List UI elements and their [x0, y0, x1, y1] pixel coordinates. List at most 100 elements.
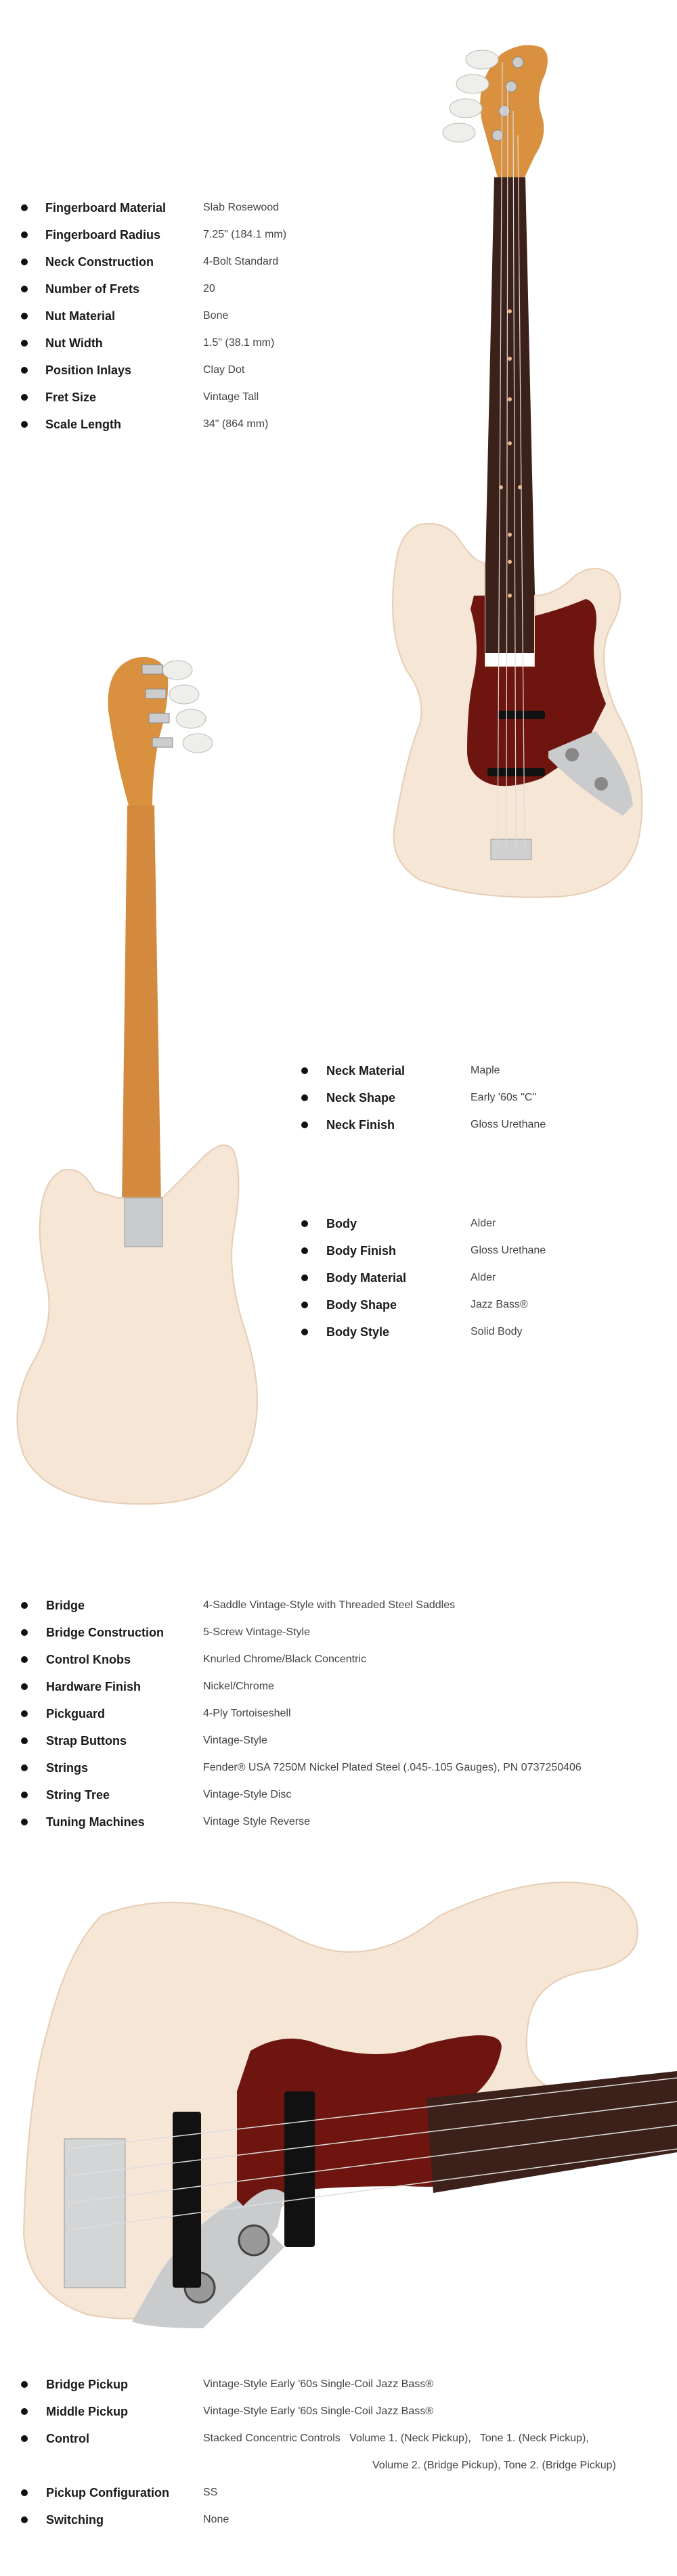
bullet-icon [21, 2516, 28, 2523]
spec-value: Fender® USA 7250M Nickel Plated Steel (.… [203, 1762, 582, 1773]
spec-row: Pickguard 4-Ply Tortoiseshell [0, 1704, 677, 1724]
spec-row: Nut Width 1.5" (38.1 mm) [0, 333, 677, 353]
spec-label: Nut Material [45, 309, 116, 323]
spec-label: Strap Buttons [46, 1734, 127, 1748]
spec-value: 4-Bolt Standard [203, 256, 279, 267]
spec-value: 34" (864 mm) [203, 418, 269, 430]
spec-value: Gloss Urethane [471, 1119, 546, 1130]
spec-row: Hardware Finish Nickel/Chrome [0, 1676, 677, 1697]
spec-value: Vintage-Style Early '60s Single-Coil Jaz… [203, 2378, 434, 2390]
spec-label: Control [46, 2432, 89, 2445]
bullet-icon [21, 1629, 28, 1636]
spec-label: Switching [46, 2513, 104, 2527]
spec-label: Body [326, 1217, 357, 1230]
spec-value: Gloss Urethane [471, 1245, 546, 1256]
spec-row: Body Style Solid Body [0, 1322, 677, 1342]
spec-row: Control Stacked Concentric Controls Volu… [0, 2428, 677, 2471]
bullet-icon [21, 286, 28, 292]
spec-value: 4-Ply Tortoiseshell [203, 1708, 291, 1719]
bass-back-icon [16, 657, 258, 1505]
spec-row: Fingerboard Radius 7.25" (184.1 mm) [0, 225, 677, 245]
spec-label: Bridge Construction [46, 1626, 164, 1639]
spec-row: Number of Frets 20 [0, 279, 677, 299]
spec-value: 20 [203, 283, 215, 294]
spec-label: Nut Width [45, 336, 103, 350]
spec-row: Bridge Pickup Vintage-Style Early '60s S… [0, 2374, 677, 2395]
spec-value: 5-Screw Vintage-Style [203, 1626, 310, 1638]
spec-value: Bone [203, 310, 229, 321]
spec-label: Fingerboard Material [45, 201, 167, 215]
spec-value: None [203, 2514, 230, 2525]
spec-label: Control Knobs [46, 1653, 131, 1666]
spec-value: Solid Body [471, 1326, 523, 1337]
bullet-icon [21, 1792, 28, 1798]
bullet-icon [21, 394, 28, 401]
spec-row: Fingerboard Material Slab Rosewood [0, 198, 677, 218]
spec-label: Pickguard [46, 1707, 106, 1720]
spec-value: Nickel/Chrome [203, 1681, 274, 1692]
spec-value: Vintage-Style Disc [203, 1789, 292, 1800]
spec-value: Alder [471, 1218, 496, 1229]
spec-row: Position Inlays Clay Dot [0, 360, 677, 380]
spec-row: Pickup Configuration SS [0, 2483, 677, 2503]
spec-value: Vintage-Style [203, 1735, 267, 1746]
spec-label: Body Shape [326, 1298, 397, 1312]
spec-label: Hardware Finish [46, 1680, 141, 1693]
spec-row: Switching None [0, 2510, 677, 2530]
spec-label: Neck Finish [326, 1118, 395, 1132]
spec-value: Stacked Concentric Controls Volume 1. (N… [203, 2433, 589, 2444]
spec-value: Slab Rosewood [203, 202, 280, 213]
spec-value-continued: Volume 2. (Bridge Pickup), Tone 2. (Brid… [372, 2460, 616, 2471]
spec-label: Fret Size [45, 391, 97, 404]
spec-row: Neck Finish Gloss Urethane [0, 1115, 677, 1135]
spec-row: Fret Size Vintage Tall [0, 387, 677, 407]
spec-value: Vintage Style Reverse [203, 1816, 311, 1827]
spec-label: Pickup Configuration [46, 2486, 169, 2500]
spec-value: 1.5" (38.1 mm) [203, 337, 275, 349]
bullet-icon [21, 1764, 28, 1771]
bullet-icon [21, 1602, 28, 1609]
spec-value: Early '60s "C" [471, 1092, 537, 1103]
spec-value: Alder [471, 1272, 496, 1283]
spec-row: Nut Material Bone [0, 306, 677, 326]
bullet-icon [21, 1710, 28, 1717]
bullet-icon [301, 1220, 308, 1227]
bullet-icon [301, 1302, 308, 1308]
bullet-icon [21, 204, 28, 211]
spec-label: Neck Shape [326, 1091, 396, 1105]
spec-value: Maple [471, 1065, 500, 1076]
bullet-icon [301, 1122, 308, 1128]
spec-label: Strings [46, 1761, 89, 1775]
spec-label: Body Style [326, 1325, 390, 1339]
spec-row: Control Knobs Knurled Chrome/Black Conce… [0, 1649, 677, 1670]
bullet-icon [21, 313, 28, 319]
spec-label: Tuning Machines [46, 1815, 145, 1829]
bass-body-closeup-icon [22, 1882, 677, 2328]
bass-front-icon [392, 45, 643, 898]
spec-label: Bridge Pickup [46, 2378, 129, 2391]
spec-label: Body Material [326, 1271, 407, 1285]
spec-label: Fingerboard Radius [45, 228, 161, 242]
bullet-icon [21, 2489, 28, 2496]
bullet-icon [301, 1274, 308, 1281]
spec-label: Position Inlays [45, 363, 132, 377]
spec-label: Body Finish [326, 1244, 396, 1258]
spec-row: Tuning Machines Vintage Style Reverse [0, 1812, 677, 1832]
spec-value: Clay Dot [203, 364, 245, 376]
spec-label: Scale Length [45, 418, 122, 431]
bullet-icon [21, 259, 28, 265]
spec-row: Body Finish Gloss Urethane [0, 1241, 677, 1261]
spec-row: Body Alder [0, 1214, 677, 1234]
spec-row: Strap Buttons Vintage-Style [0, 1731, 677, 1751]
spec-row: Neck Material Maple [0, 1061, 677, 1081]
spec-value: 4-Saddle Vintage-Style with Threaded Ste… [203, 1599, 456, 1611]
bullet-icon [301, 1067, 308, 1074]
spec-value: Knurled Chrome/Black Concentric [203, 1653, 366, 1665]
spec-value: Vintage-Style Early '60s Single-Coil Jaz… [203, 2405, 434, 2417]
spec-value: Vintage Tall [203, 391, 259, 403]
bullet-icon [301, 1094, 308, 1101]
spec-row: Middle Pickup Vintage-Style Early '60s S… [0, 2401, 677, 2422]
spec-label: Neck Material [326, 1064, 406, 1078]
spec-row: Bridge Construction 5-Screw Vintage-Styl… [0, 1622, 677, 1643]
spec-row: Strings Fender® USA 7250M Nickel Plated … [0, 1758, 677, 1778]
